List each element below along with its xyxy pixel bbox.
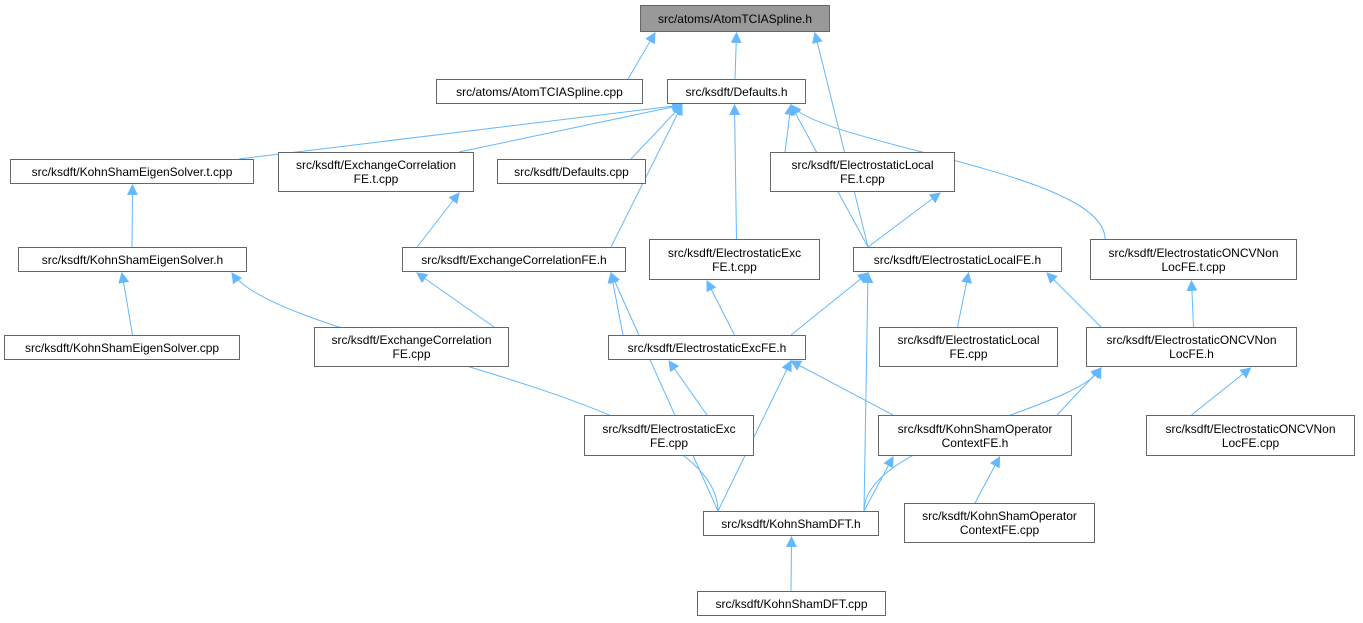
- include-edge: [610, 271, 719, 512]
- include-edge: [610, 104, 683, 248]
- node-label: FE.t.cpp: [840, 172, 885, 186]
- node-label: src/ksdft/KohnShamDFT.h: [721, 516, 861, 531]
- node-src-ksdft-kohnshameigensolver-h[interactable]: src/ksdft/KohnShamEigenSolver.h: [18, 247, 247, 272]
- include-edge: [630, 104, 683, 160]
- node-src-atoms-atomtciaspline-h: src/atoms/AtomTCIASpline.h: [640, 5, 830, 32]
- node-label: FE.cpp: [949, 347, 988, 361]
- include-edge: [784, 103, 796, 153]
- include-edge: [957, 271, 972, 328]
- include-edge: [1186, 279, 1198, 328]
- include-edge: [706, 280, 735, 336]
- node-label: src/ksdft/ElectrostaticExc: [602, 421, 736, 436]
- include-edge: [668, 360, 708, 416]
- node-label: FE.t.cpp: [712, 259, 757, 274]
- include-edge: [790, 104, 1106, 240]
- include-edge: [974, 456, 1001, 504]
- node-src-atoms-atomtciaspline-cpp[interactable]: src/atoms/AtomTCIASpline.cpp: [436, 79, 643, 104]
- node-label: src/ksdft/ElectrostaticLocalFE.h: [873, 252, 1042, 267]
- node-label: src/ksdft/KohnShamEigenSolver.h: [41, 252, 224, 267]
- node-label: FE.cpp: [392, 347, 431, 361]
- node-label: src/ksdft/ElectrostaticExc: [667, 245, 802, 260]
- node-label: src/ksdft/ElectrostaticONCVNon: [1108, 245, 1279, 260]
- include-edge: [416, 192, 460, 248]
- node-label: src/ksdft/KohnShamEigenSolver.cpp: [24, 340, 220, 355]
- node-label: src/atoms/AtomTCIASpline.cpp: [456, 84, 623, 99]
- node-label: src/ksdft/ExchangeCorrelation: [331, 333, 492, 347]
- include-edge: [729, 103, 741, 240]
- include-edge: [1191, 367, 1252, 416]
- node-label: src/ksdft/ElectrostaticLocal: [897, 333, 1040, 347]
- node-label: LocFE.cpp: [1221, 435, 1280, 450]
- node-label: src/atoms/AtomTCIASpline.h: [657, 11, 813, 26]
- node-label: LocFE.h: [1169, 347, 1214, 361]
- include-edge: [231, 272, 719, 512]
- include-edge: [730, 31, 742, 80]
- node-label: ContextFE.h: [941, 435, 1009, 450]
- node-label: src/ksdft/KohnShamDFT.cpp: [715, 596, 868, 611]
- include-edge: [238, 100, 684, 160]
- node-label: src/ksdft/Defaults.h: [685, 84, 788, 99]
- node-src-ksdft-kohnshamdft-h[interactable]: src/ksdft/KohnShamDFT.h: [703, 511, 879, 536]
- include-edge: [1046, 272, 1102, 328]
- include-edge: [785, 535, 797, 592]
- include-edge: [790, 360, 894, 416]
- node-label: FE.t.cpp: [353, 172, 399, 186]
- include-edge: [627, 32, 656, 80]
- node-label: src/ksdft/ElectrostaticONCVNon: [1165, 421, 1336, 436]
- include-edge: [790, 272, 869, 336]
- node-src-ksdft-electrostaticlocalfe-h[interactable]: src/ksdft/ElectrostaticLocalFE.h: [853, 247, 1062, 272]
- node-label: ContextFE.cpp: [959, 523, 1040, 537]
- node-src-ksdft-kohnshameigensolver-t-cpp[interactable]: src/ksdft/KohnShamEigenSolver.t.cpp: [10, 159, 254, 184]
- include-edge: [812, 31, 869, 248]
- node-src-ksdft-defaults-cpp[interactable]: src/ksdft/Defaults.cpp: [497, 159, 646, 184]
- node-src-ksdft-defaults-h[interactable]: src/ksdft/Defaults.h: [667, 79, 806, 104]
- node-label: src/ksdft/ExchangeCorrelationFE.h: [421, 252, 607, 267]
- include-edge: [416, 272, 495, 328]
- node-label: src/ksdft/ElectrostaticExcFE.h: [627, 340, 787, 355]
- include-edge: [717, 360, 792, 512]
- include-edge: [863, 456, 894, 512]
- node-src-ksdft-exchangecorrelationfe-h[interactable]: src/ksdft/ExchangeCorrelationFE.h: [402, 247, 626, 272]
- node-label: src/ksdft/KohnShamOperator: [897, 421, 1053, 436]
- node-label: src/ksdft/KohnShamOperator: [922, 509, 1077, 523]
- include-edge: [126, 183, 138, 248]
- include-edge: [458, 101, 684, 153]
- node-src-ksdft-electrostaticexcfe-h[interactable]: src/ksdft/ElectrostaticExcFE.h: [608, 335, 806, 360]
- node-label: src/ksdft/ElectrostaticLocal: [791, 158, 934, 172]
- node-src-ksdft-kohnshamdft-cpp[interactable]: src/ksdft/KohnShamDFT.cpp: [697, 591, 886, 616]
- include-edge: [1056, 367, 1102, 416]
- node-label: FE.cpp: [649, 435, 688, 450]
- node-label: src/ksdft/Defaults.cpp: [514, 164, 629, 179]
- node-label: src/ksdft/ExchangeCorrelation: [295, 158, 457, 172]
- include-edge: [862, 271, 874, 512]
- include-edge: [118, 271, 133, 336]
- node-label: LocFE.t.cpp: [1161, 259, 1226, 274]
- node-label: src/ksdft/KohnShamEigenSolver.t.cpp: [31, 164, 233, 179]
- node-label: src/ksdft/ElectrostaticONCVNon: [1106, 333, 1277, 347]
- node-src-ksdft-kohnshameigensolver-cpp[interactable]: src/ksdft/KohnShamEigenSolver.cpp: [4, 335, 240, 360]
- include-edge: [607, 271, 624, 336]
- include-edge: [867, 192, 941, 248]
